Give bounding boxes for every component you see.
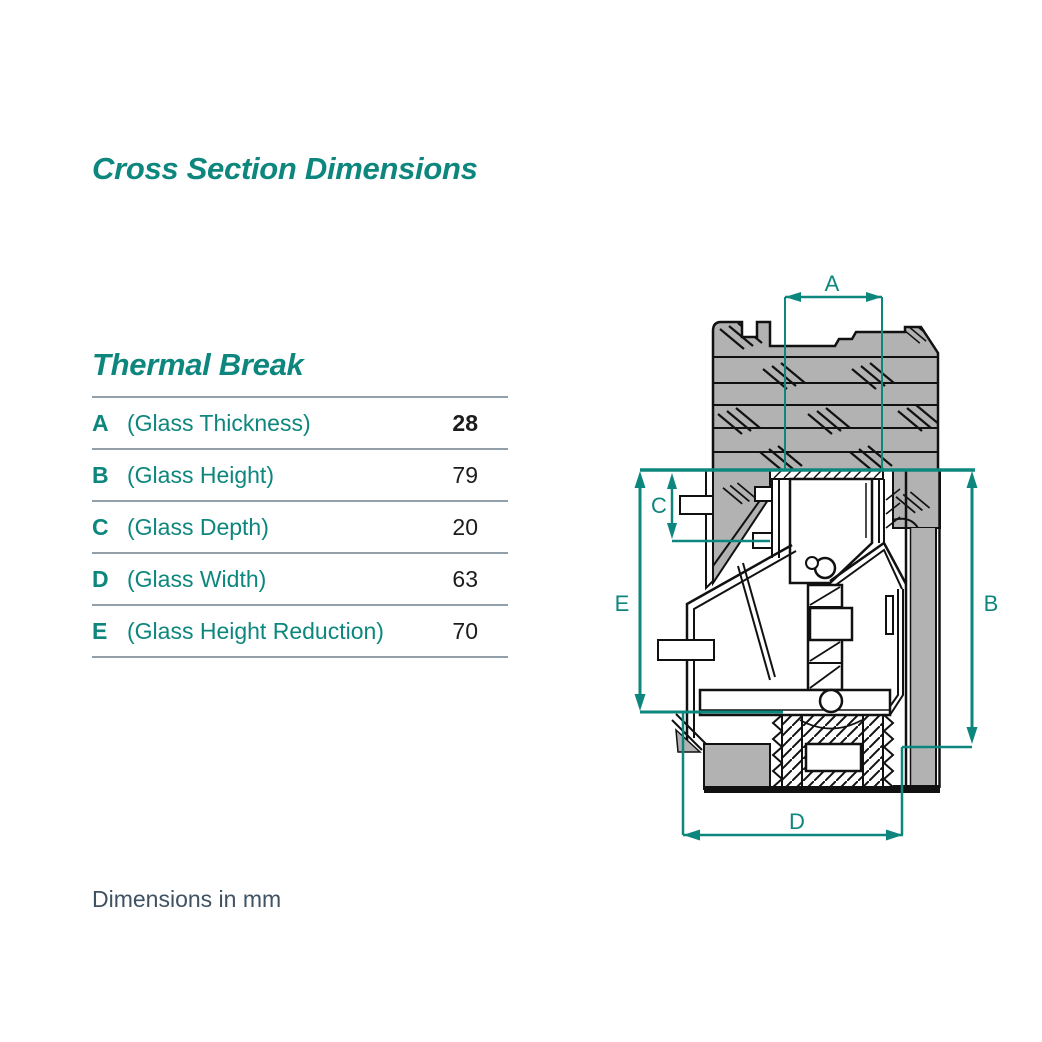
dim-label-e: E — [615, 591, 630, 616]
dim-label-b: B — [984, 591, 999, 616]
spec-key: E — [92, 617, 108, 644]
frame-profile — [657, 320, 941, 793]
spec-value: 79 — [452, 461, 478, 488]
spec-row: C (Glass Depth) 20 — [92, 502, 508, 554]
spec-label: (Glass Depth) — [127, 513, 269, 540]
spec-value: 28 — [452, 409, 478, 436]
spec-row: B (Glass Height) 79 — [92, 450, 508, 502]
spec-value: 20 — [452, 513, 478, 540]
cross-section-diagram: A C E B D — [615, 271, 999, 841]
spec-value: 70 — [452, 617, 478, 644]
spec-row: A (Glass Thickness) 28 — [92, 398, 508, 450]
dim-label-a: A — [825, 271, 840, 296]
spec-row: D (Glass Width) 63 — [92, 554, 508, 606]
spec-label: (Glass Height) — [127, 461, 274, 488]
section-title: Thermal Break — [92, 347, 304, 382]
spec-key: D — [92, 565, 109, 592]
spec-key: C — [92, 513, 109, 540]
dim-label-c: C — [651, 493, 667, 518]
spec-label: (Glass Width) — [127, 565, 267, 592]
dimension-lines — [634, 292, 978, 841]
spec-label: (Glass Thickness) — [127, 409, 311, 436]
spec-row: E (Glass Height Reduction) 70 — [92, 606, 508, 658]
page-title: Cross Section Dimensions — [92, 151, 478, 186]
spec-table: A (Glass Thickness) 28 B (Glass Height) … — [92, 396, 508, 658]
dim-label-d: D — [789, 809, 805, 834]
spec-label: (Glass Height Reduction) — [127, 617, 384, 644]
spec-key: A — [92, 409, 109, 436]
units-footnote: Dimensions in mm — [92, 886, 282, 912]
spec-key: B — [92, 461, 109, 488]
spec-value: 63 — [452, 565, 478, 592]
